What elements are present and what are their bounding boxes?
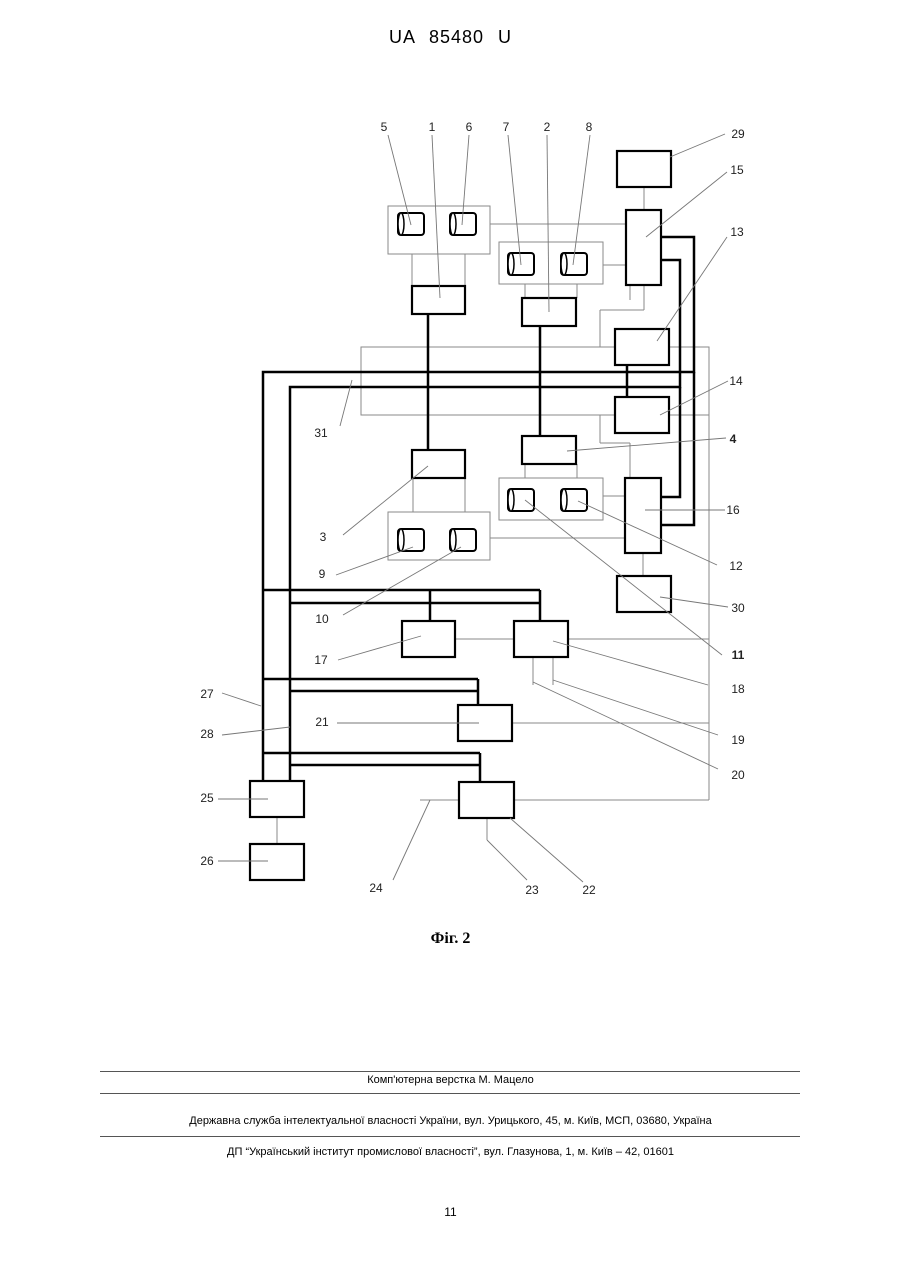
- label-11: 11: [732, 648, 745, 662]
- block-16: [625, 478, 661, 553]
- footer-institute: ДП “Український інститут промислової вла…: [0, 1146, 901, 1158]
- label-14: 14: [729, 374, 743, 388]
- label-13: 13: [730, 225, 744, 239]
- divider: [100, 1071, 800, 1072]
- label-31: 31: [314, 426, 328, 440]
- block-1: [412, 286, 465, 314]
- divider: [100, 1093, 800, 1094]
- footer-layout-credit: Комп'ютерна верстка М. Мацело: [0, 1074, 901, 1086]
- label-4: 4: [730, 432, 737, 446]
- label-26: 26: [200, 854, 214, 868]
- block-4: [522, 436, 576, 464]
- label-15: 15: [730, 163, 744, 177]
- label-18: 18: [731, 682, 745, 696]
- label-23: 23: [525, 883, 539, 897]
- label-3: 3: [320, 530, 327, 544]
- label-16: 16: [726, 503, 740, 517]
- label-21: 21: [315, 715, 329, 729]
- label-30: 30: [731, 601, 745, 615]
- label-1: 1: [429, 120, 436, 134]
- footer-agency: Державна служба інтелектуальної власност…: [0, 1115, 901, 1127]
- block-3: [412, 450, 465, 478]
- block-15: [626, 210, 661, 285]
- label-5: 5: [381, 120, 388, 134]
- block-26: [250, 844, 304, 880]
- sensor-10: [450, 529, 476, 551]
- label-24: 24: [369, 881, 383, 895]
- label-22: 22: [582, 883, 596, 897]
- divider: [100, 1136, 800, 1137]
- sensor-12: [561, 489, 587, 511]
- label-19: 19: [731, 733, 745, 747]
- label-27: 27: [200, 687, 214, 701]
- label-7: 7: [503, 120, 510, 134]
- label-9: 9: [319, 567, 326, 581]
- figure-caption: Фіг. 2: [0, 930, 901, 948]
- block-18: [514, 621, 568, 657]
- label-25: 25: [200, 791, 214, 805]
- page-number: 11: [0, 1205, 901, 1219]
- sensor-11: [508, 489, 534, 511]
- label-29: 29: [731, 127, 745, 141]
- label-17: 17: [314, 653, 328, 667]
- block-29: [617, 151, 671, 187]
- block-22: [459, 782, 514, 818]
- label-6: 6: [466, 120, 473, 134]
- label-2: 2: [544, 120, 551, 134]
- label-20: 20: [731, 768, 745, 782]
- label-28: 28: [200, 727, 214, 741]
- label-12: 12: [729, 559, 743, 573]
- label-8: 8: [586, 120, 593, 134]
- label-10: 10: [315, 612, 329, 626]
